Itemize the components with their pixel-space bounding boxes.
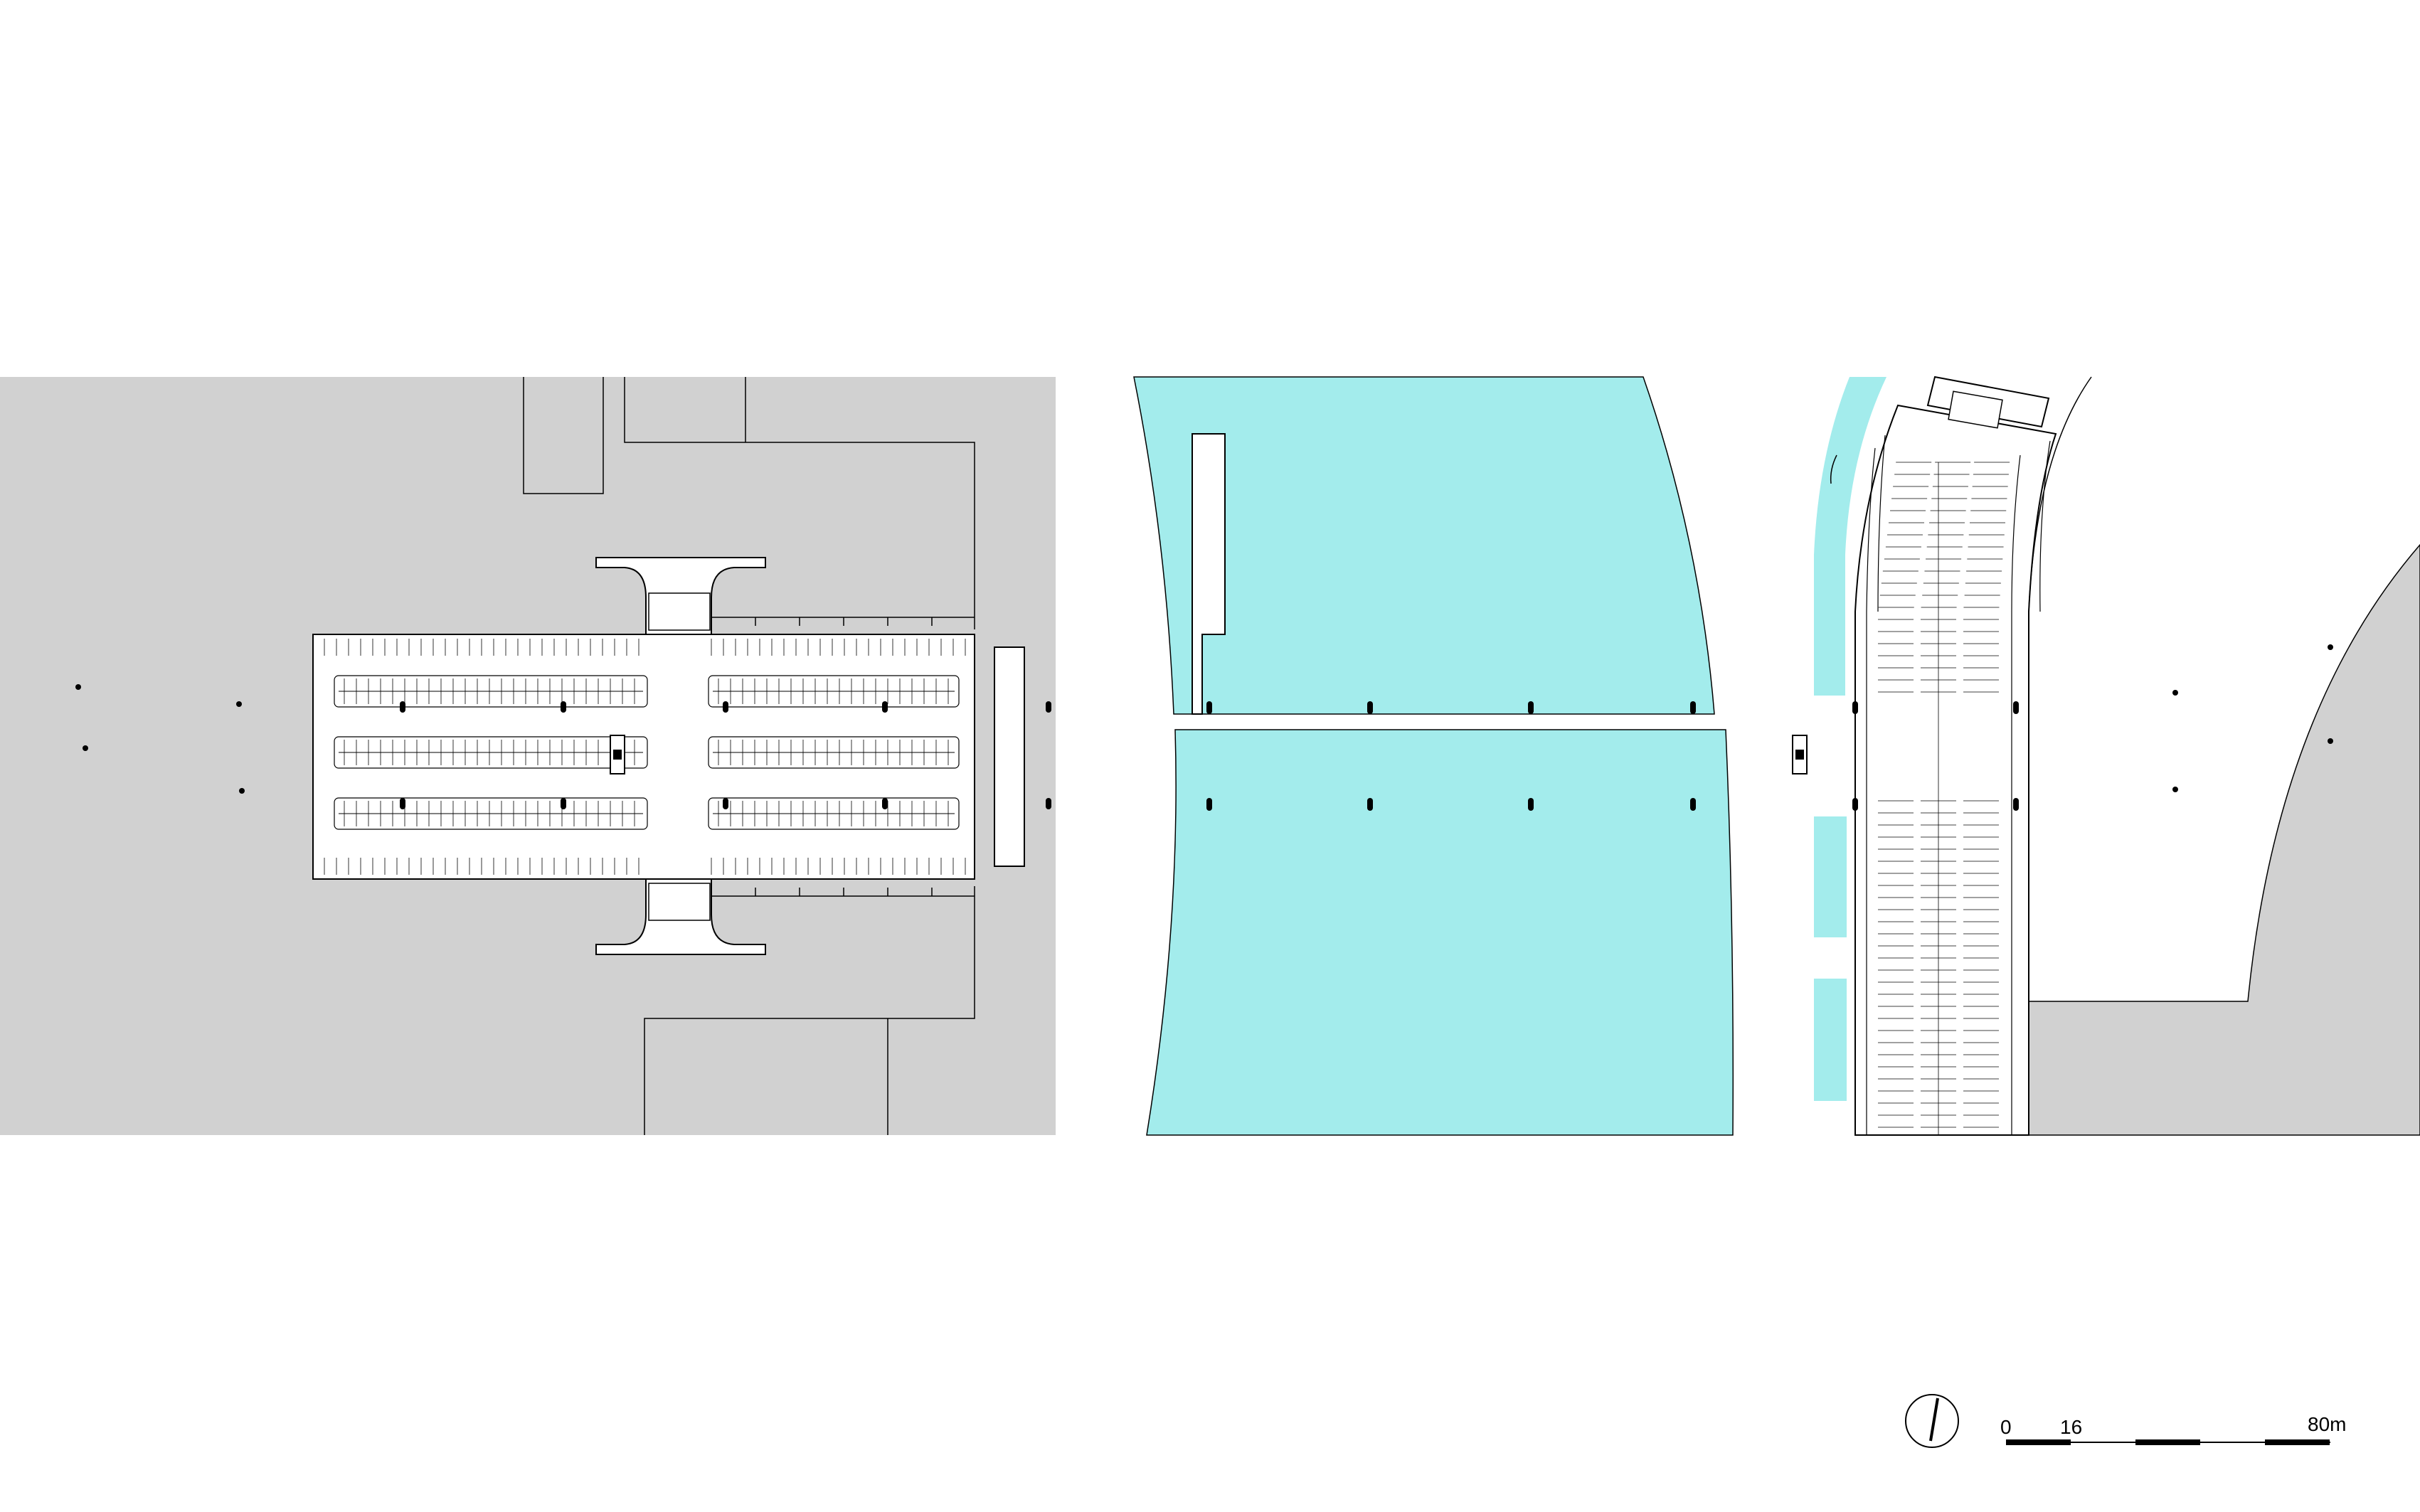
parking-row <box>334 797 648 830</box>
ground-outlines-bottom <box>644 886 975 1135</box>
right-parking <box>1878 462 2010 1135</box>
curved-deck-outer <box>2028 376 2092 612</box>
water-strip-mid <box>1814 816 1847 937</box>
scale-bar: 0 16 80m <box>2000 1413 2346 1445</box>
water-upper <box>1133 376 1715 715</box>
water-lower <box>1146 729 1734 1136</box>
columns-middle <box>1206 701 1696 811</box>
stair-right-core <box>1948 390 2003 429</box>
elevator-left-inner <box>613 750 622 760</box>
parking-row <box>708 736 960 769</box>
deck-body <box>312 634 975 880</box>
curved-deck-curve-l <box>1877 435 1886 612</box>
elevator-right-inner <box>1795 750 1804 760</box>
scale-label-80m: 80m <box>2308 1413 2346 1435</box>
right-stall-lines <box>1878 462 2010 1135</box>
ground-points-left <box>75 684 245 794</box>
stair-top-core <box>648 592 711 631</box>
curved-deck-inner-l <box>1866 447 1876 1135</box>
curved-deck <box>1854 404 2057 1136</box>
curved-deck-inner-r <box>2011 454 2021 1135</box>
parking-rows <box>324 639 966 875</box>
scale-label-16: 16 <box>2060 1416 2082 1438</box>
deck-edge-stalls <box>324 639 966 875</box>
right-panel <box>1792 376 2420 1136</box>
columns-left <box>400 701 1051 809</box>
ramp-strip <box>994 646 1025 867</box>
deck-top-bays <box>711 617 975 626</box>
middle-panel <box>1133 376 1734 1136</box>
north-arrow-icon <box>1905 1394 1959 1448</box>
scale-label-0: 0 <box>2000 1416 2012 1438</box>
rail-line <box>1830 454 1837 484</box>
left-panel <box>0 377 1056 1135</box>
water-strip-top <box>1814 377 1886 696</box>
water-strip-low <box>1814 979 1847 1101</box>
stair-bottom-core <box>648 883 711 921</box>
parking-row <box>334 675 648 708</box>
deck-bottom-bays <box>711 888 975 897</box>
ground-points-right <box>2172 644 2333 792</box>
ground-outlines-top <box>523 377 975 629</box>
ground-right <box>2028 543 2420 1136</box>
curved-deck-curve-r <box>2039 440 2051 612</box>
parking-deck <box>312 557 975 955</box>
columns-right <box>1852 701 2019 811</box>
parking-row <box>708 675 960 708</box>
